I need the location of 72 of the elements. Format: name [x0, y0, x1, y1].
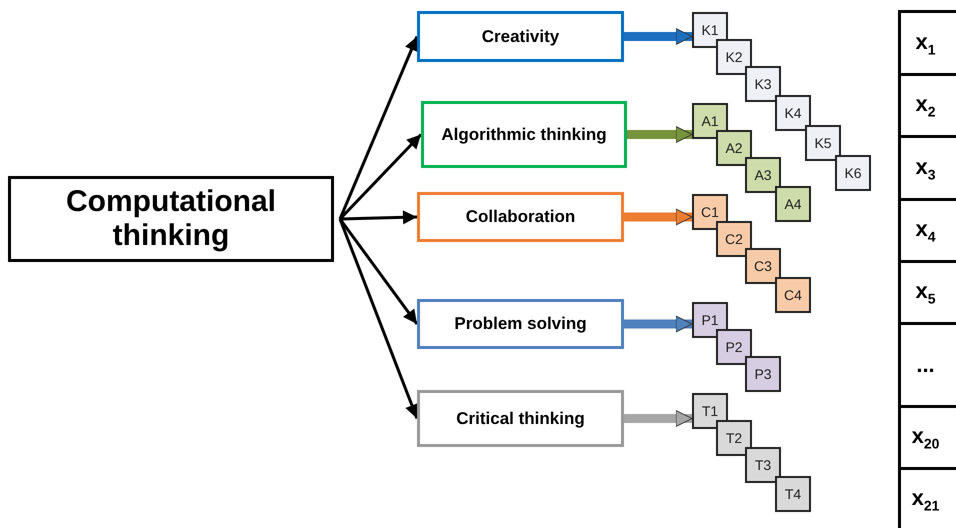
skill-box	[417, 192, 624, 242]
indicator-code: K5	[814, 135, 832, 151]
indicator-square	[716, 420, 752, 456]
indicator-square	[745, 447, 781, 483]
indicator-code: K2	[725, 49, 743, 65]
skill-box	[417, 11, 624, 62]
indicator-square	[775, 277, 811, 313]
table-cell: x$_{1}$	[898, 10, 956, 73]
block-arrow	[627, 126, 692, 143]
table-cell: x$_{4}$	[898, 198, 956, 260]
indicator-code: C2	[725, 231, 743, 247]
table-cell: x$_{5}$	[898, 260, 956, 322]
indicator-code: C4	[784, 287, 802, 303]
indicator-code: K3	[754, 76, 772, 92]
indicator-code: C1	[701, 204, 719, 220]
indicator-square	[692, 393, 728, 429]
indicator-code: P3	[754, 366, 772, 382]
table-cell: ...	[898, 322, 956, 405]
indicator-code: T4	[784, 486, 802, 502]
indicator-square	[775, 476, 811, 512]
arrow	[338, 218, 418, 420]
block-arrow	[624, 208, 692, 226]
indicator-code: A4	[784, 196, 802, 212]
node-label: Collaboration	[466, 207, 576, 227]
indicator-square	[775, 95, 811, 131]
node-label: Critical thinking	[456, 408, 585, 428]
node-label: Problem solving	[454, 314, 587, 334]
indicator-code: T1	[702, 403, 718, 419]
skill-box	[417, 299, 624, 349]
skill-box	[417, 390, 624, 447]
node-label: Algorithmic thinking	[441, 124, 607, 144]
indicator-code: A3	[754, 167, 772, 183]
table-cell: x$_{21}$	[898, 467, 956, 528]
indicator-square	[692, 302, 728, 338]
indicator-code: P1	[701, 312, 719, 328]
concept-box	[8, 176, 334, 262]
indicator-square	[716, 39, 752, 75]
indicator-square	[716, 329, 752, 365]
indicator-square	[716, 221, 752, 257]
indicator-code: P2	[725, 339, 743, 355]
node-label: Creativity	[482, 26, 560, 46]
indicator-square	[692, 194, 728, 230]
block-arrow	[624, 316, 692, 332]
table-cell: x$_{2}$	[898, 73, 956, 135]
indicator-square	[692, 12, 728, 48]
arrow	[338, 133, 422, 220]
block-arrow	[624, 28, 692, 45]
indicator-square	[745, 356, 781, 392]
indicator-square	[775, 186, 811, 222]
indicator-square	[716, 130, 752, 166]
indicator-code: K1	[701, 22, 719, 38]
indicator-square	[805, 125, 841, 161]
indicator-code: K6	[844, 165, 862, 181]
indicator-square	[745, 66, 781, 102]
block-arrow	[624, 410, 692, 427]
node-label: Computational thinking	[65, 185, 277, 253]
indicator-square	[745, 157, 781, 193]
indicator-code: T2	[726, 430, 742, 446]
arrow	[340, 210, 418, 224]
indicator-square	[745, 248, 781, 284]
table-cell: x$_{20}$	[898, 405, 956, 467]
indicator-code: A2	[725, 140, 743, 156]
indicator-code: K4	[784, 105, 802, 121]
table-cell: x$_{3}$	[898, 135, 956, 198]
indicator-square	[835, 155, 871, 191]
indicator-code: T3	[754, 457, 772, 473]
indicator-code: A1	[701, 113, 719, 129]
indicator-code: C3	[754, 258, 772, 274]
indicator-square	[692, 103, 728, 139]
skill-box	[421, 101, 627, 168]
arrow	[338, 218, 418, 325]
arrow	[338, 36, 418, 220]
